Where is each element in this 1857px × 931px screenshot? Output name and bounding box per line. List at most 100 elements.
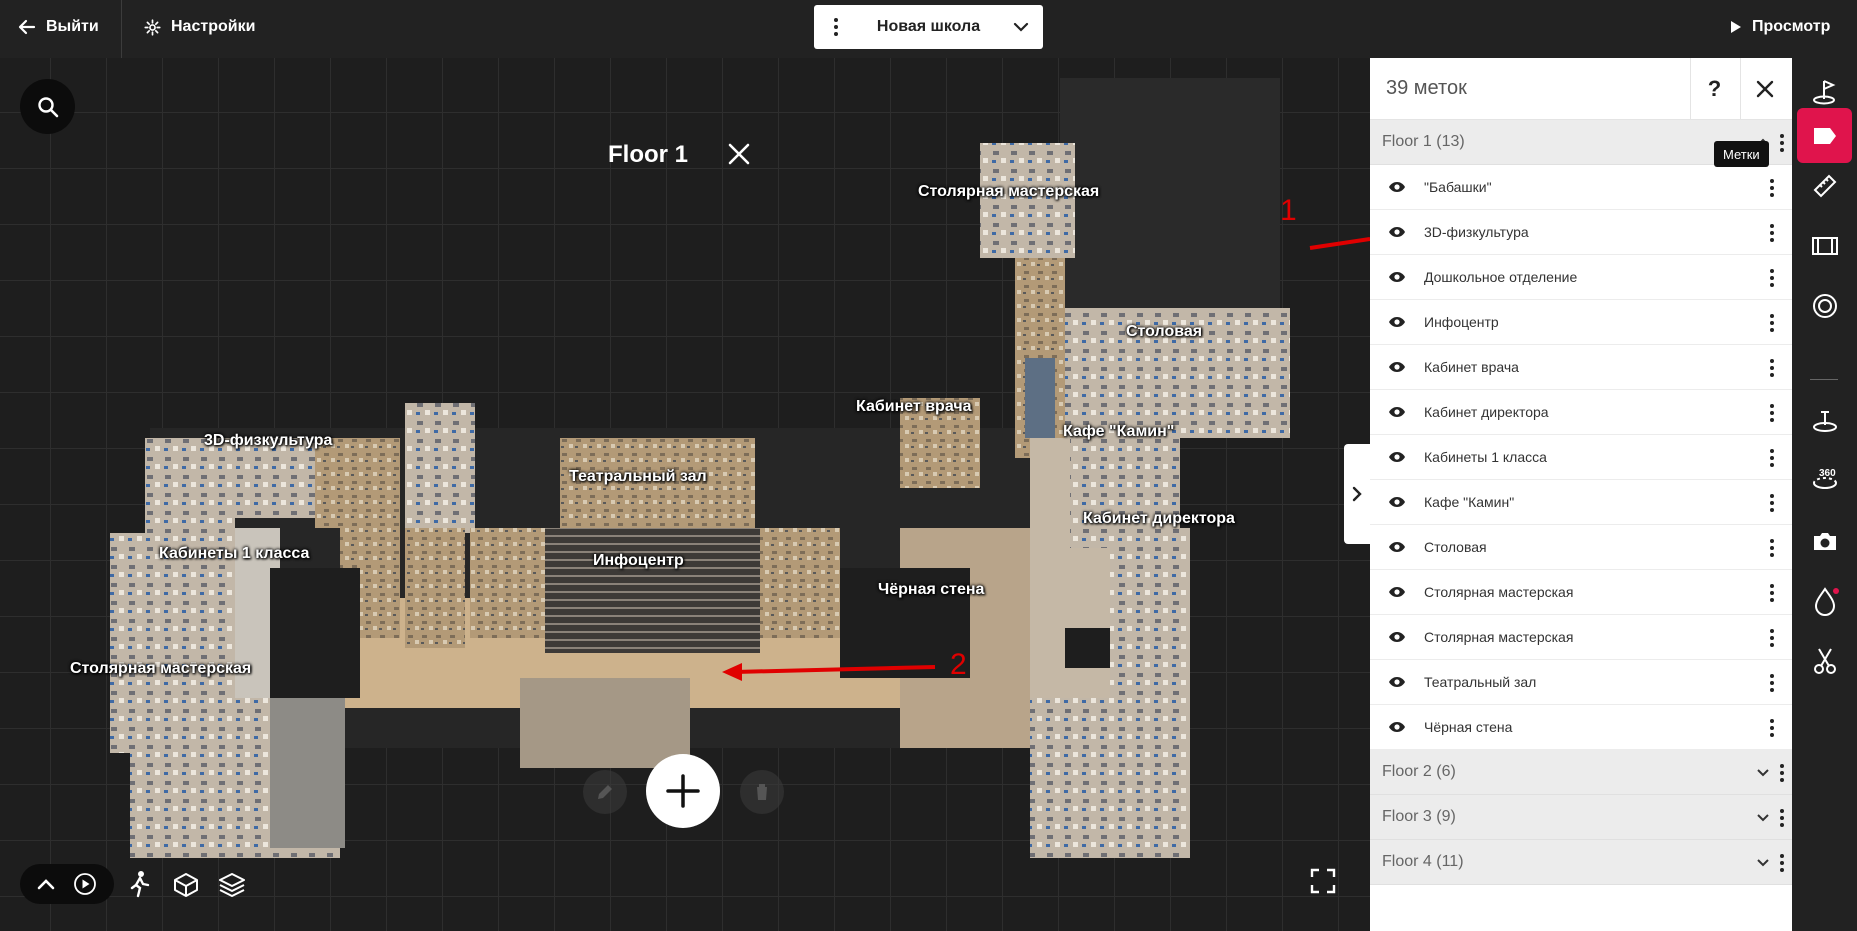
eye-icon[interactable] [1370, 451, 1424, 463]
eye-icon[interactable] [1370, 721, 1424, 733]
tag-menu-icon[interactable] [1760, 435, 1784, 480]
tag-menu-icon[interactable] [1760, 660, 1784, 705]
tag-menu-icon[interactable] [1760, 615, 1784, 660]
tag-row[interactable]: Дошкольное отделение [1370, 255, 1792, 300]
floor-group-header[interactable]: Floor 3 (9) [1370, 795, 1792, 840]
ruler-icon[interactable] [1797, 158, 1852, 213]
floor-group-count: (9) [1436, 808, 1456, 825]
eye-icon[interactable] [1370, 496, 1424, 508]
room-label[interactable]: Кабинет директора [1083, 510, 1235, 527]
add-tag-button[interactable] [646, 754, 720, 828]
eye-icon[interactable] [1370, 541, 1424, 553]
tags-panel-header: 39 меток ? [1370, 58, 1792, 120]
tag-menu-icon[interactable] [1760, 300, 1784, 345]
chevron-down-icon[interactable] [1756, 858, 1770, 867]
room-label[interactable]: Кафе "Камин" [1063, 423, 1175, 440]
target-icon[interactable] [1797, 278, 1852, 333]
edit-tag-button[interactable] [583, 770, 627, 814]
play-circle-icon[interactable] [73, 872, 97, 896]
preview-button[interactable]: Просмотр [1730, 0, 1830, 54]
tag-row[interactable]: Кафе "Камин" [1370, 480, 1792, 525]
tag-menu-icon[interactable] [1760, 525, 1784, 570]
play-icon [1731, 21, 1741, 33]
eye-icon[interactable] [1370, 586, 1424, 598]
tag-row[interactable]: Столярная мастерская [1370, 570, 1792, 615]
settings-button[interactable]: Настройки [144, 0, 255, 54]
tag-row[interactable]: Инфоцентр [1370, 300, 1792, 345]
scissors-icon[interactable] [1797, 633, 1852, 688]
tag-menu-icon[interactable] [1760, 480, 1784, 525]
tag-row[interactable]: Театральный зал [1370, 660, 1792, 705]
floor-view-icon[interactable] [1797, 393, 1852, 448]
model-selector[interactable]: Новая школа [814, 5, 1043, 49]
eye-icon[interactable] [1370, 316, 1424, 328]
start-location-icon[interactable] [1797, 64, 1852, 119]
eye-icon[interactable] [1370, 631, 1424, 643]
delete-tag-button[interactable] [740, 770, 784, 814]
walk-mode-icon[interactable] [125, 869, 155, 899]
view-360-badge: 360 [1819, 468, 1836, 479]
film-icon[interactable] [1797, 218, 1852, 273]
tag-menu-icon[interactable] [1760, 705, 1784, 750]
tag-row[interactable]: Кабинет врача [1370, 345, 1792, 390]
fullscreen-icon[interactable] [1310, 868, 1336, 894]
annotation-arrows [722, 237, 1370, 681]
tag-row[interactable]: 3D-физкультура [1370, 210, 1792, 255]
close-panel-button[interactable] [1740, 58, 1788, 120]
room-label[interactable]: Столовая [1126, 323, 1203, 340]
eye-icon[interactable] [1370, 181, 1424, 193]
tag-label: Кабинет врача [1424, 359, 1519, 375]
room-label[interactable]: Инфоцентр [593, 552, 684, 569]
chevron-down-icon[interactable] [1756, 768, 1770, 777]
room-label[interactable]: Чёрная стена [878, 581, 985, 598]
eye-icon[interactable] [1370, 406, 1424, 418]
tag-menu-icon[interactable] [1760, 210, 1784, 255]
eye-icon[interactable] [1370, 676, 1424, 688]
drop-icon[interactable] [1797, 573, 1852, 628]
tag-row[interactable]: "Бабашки" [1370, 165, 1792, 210]
tag-row[interactable]: Кабинеты 1 класса [1370, 435, 1792, 480]
eye-icon[interactable] [1370, 271, 1424, 283]
tag-icon[interactable] [1797, 108, 1852, 163]
group-menu-icon[interactable] [1780, 853, 1784, 872]
eye-icon[interactable] [1370, 226, 1424, 238]
collapse-panel-button[interactable] [1344, 444, 1370, 544]
search-button[interactable] [20, 79, 75, 134]
tag-menu-icon[interactable] [1760, 165, 1784, 210]
tag-label: Столовая [1424, 539, 1487, 555]
eye-icon[interactable] [1370, 361, 1424, 373]
model-menu-icon[interactable] [814, 18, 858, 36]
chevron-down-icon[interactable] [1756, 813, 1770, 822]
floors-icon[interactable] [217, 869, 247, 899]
chevron-down-icon[interactable] [999, 22, 1043, 32]
settings-label: Настройки [171, 18, 256, 35]
floor-group-header[interactable]: Floor 4 (11) [1370, 840, 1792, 885]
tag-menu-icon[interactable] [1760, 255, 1784, 300]
dollhouse-icon[interactable] [171, 869, 201, 899]
tag-row[interactable]: Кабинет директора [1370, 390, 1792, 435]
chevron-up-icon[interactable] [37, 878, 55, 890]
room-label[interactable]: Столярная мастерская [918, 183, 1100, 200]
camera-icon[interactable] [1797, 513, 1852, 568]
floor-group-header[interactable]: Floor 2 (6) [1370, 750, 1792, 795]
tag-menu-icon[interactable] [1760, 570, 1784, 615]
tag-row[interactable]: Чёрная стена [1370, 705, 1792, 750]
room-label[interactable]: Кабинеты 1 класса [159, 545, 310, 562]
close-floor-icon[interactable] [725, 140, 753, 168]
room-label[interactable]: 3D-физкультура [204, 432, 333, 449]
view-360-icon[interactable]: 360 [1797, 453, 1852, 508]
tag-menu-icon[interactable] [1760, 390, 1784, 435]
tag-menu-icon[interactable] [1760, 345, 1784, 390]
room-label[interactable]: Театральный зал [569, 468, 707, 485]
help-button[interactable]: ? [1690, 58, 1738, 120]
tag-row[interactable]: Столярная мастерская [1370, 615, 1792, 660]
arrow-left-icon [18, 19, 36, 35]
group-menu-icon[interactable] [1780, 133, 1784, 152]
group-menu-icon[interactable] [1780, 808, 1784, 827]
tag-row[interactable]: Столовая [1370, 525, 1792, 570]
exit-button[interactable]: Выйти [18, 0, 99, 54]
room-label[interactable]: Кабинет врача [856, 398, 972, 415]
room-label[interactable]: Столярная мастерская [70, 660, 252, 677]
floor-plan-viewport[interactable]: Floor 1 Столярная мастерская Столовая Ка… [0, 58, 1370, 931]
group-menu-icon[interactable] [1780, 763, 1784, 782]
